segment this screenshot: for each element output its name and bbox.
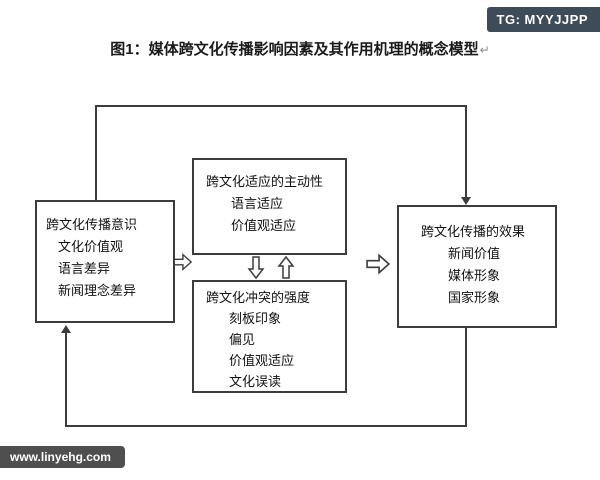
box-communication-effect: 跨文化传播的效果 新闻价值 媒体形象 国家形象 [397,205,557,328]
box-item: 语言适应 [231,196,284,211]
box-item: 文化误读 [229,374,282,389]
figure-title-text: 图1：媒体跨文化传播影响因素及其作用机理的概念模型 [110,41,479,58]
feedback-bottom-left-vertical-line [65,333,67,427]
feedback-bottom-horizontal-line [65,425,467,427]
feedback-top-right-vertical-line [465,105,467,198]
paragraph-return-mark: ↵ [479,43,490,57]
telegram-badge: TG: MYYJJPP [486,7,600,32]
flow-arrow-up-icon [277,255,295,280]
box-item: 国家形象 [448,290,501,305]
box-item: 偏见 [229,332,256,347]
box-title: 跨文化冲突的强度 [206,290,311,305]
figure-title: 图1：媒体跨文化传播影响因素及其作用机理的概念模型↵ [0,38,600,59]
box-item: 价值观适应 [229,353,295,368]
box-adaptation-initiative: 跨文化适应的主动性 语言适应 价值观适应 [192,158,347,255]
feedback-top-left-vertical-line [95,105,97,200]
box-item: 新闻理念差异 [58,283,137,298]
box-item: 价值观适应 [231,218,297,233]
feedback-top-horizontal-line [95,105,467,107]
box-item: 刻板印象 [229,311,282,326]
watermark: www.linyehg.com [0,446,125,468]
box-title: 跨文化传播意识 [46,217,138,232]
box-title: 跨文化传播的效果 [421,224,526,239]
box-item: 语言差异 [58,261,111,276]
feedback-arrowhead-down-icon [461,197,471,205]
box-cross-cultural-awareness: 跨文化传播意识 文化价值观 语言差异 新闻理念差异 [35,200,175,323]
box-conflict-intensity: 跨文化冲突的强度 刻板印象 偏见 价值观适应 文化误读 [192,280,347,393]
box-item: 新闻价值 [448,246,501,261]
flow-arrow-down-icon [246,255,266,280]
box-title: 跨文化适应的主动性 [206,174,324,189]
feedback-arrowhead-up-icon [61,325,71,333]
feedback-bottom-right-vertical-line [465,327,467,427]
flow-arrow-right-icon [363,252,393,276]
box-item: 媒体形象 [448,268,501,283]
box-item: 文化价值观 [58,239,124,254]
